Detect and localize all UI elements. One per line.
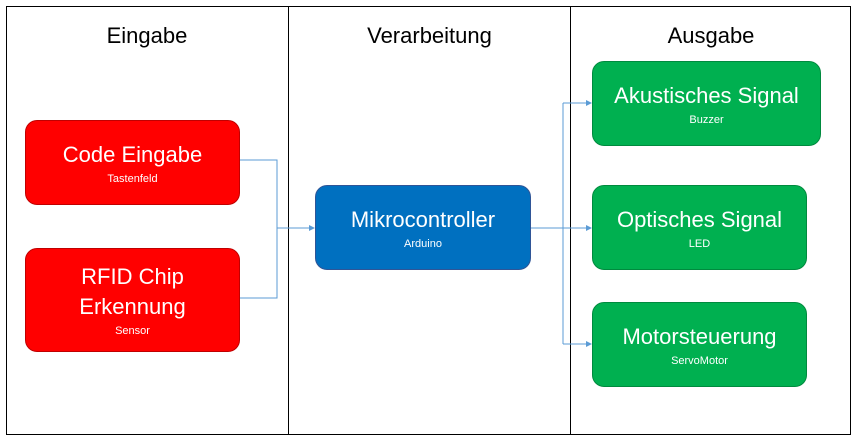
column-title-input: Eingabe <box>106 23 188 48</box>
processor-title: Mikrocontroller <box>350 206 496 232</box>
input-box-subtitle: Sensor <box>115 325 150 337</box>
output-box-subtitle: Buzzer <box>689 113 724 126</box>
output-box-title: Akustisches Signal <box>614 82 799 108</box>
output-box-akustisch: Akustisches Signal Buzzer <box>592 61 821 146</box>
processor-box: Mikrocontroller Arduino <box>315 185 531 270</box>
input-box-title: RFID Chip Erkennung <box>79 264 186 319</box>
output-box-title: Optisches Signal <box>616 206 783 232</box>
column-title-processing: Verarbeitung <box>367 23 492 48</box>
input-box-code-eingabe: Code Eingabe Tastenfeld <box>25 120 240 205</box>
output-box-subtitle: LED <box>688 237 711 250</box>
column-divider-right <box>570 6 571 435</box>
column-title-output: Ausgabe <box>667 23 755 48</box>
input-box-title: Code Eingabe <box>62 141 203 167</box>
output-box-subtitle: ServoMotor <box>671 354 728 367</box>
output-box-motor: Motorsteuerung ServoMotor <box>592 302 807 387</box>
processor-subtitle: Arduino <box>404 237 442 250</box>
column-divider-left <box>288 6 289 435</box>
output-box-optisch: Optisches Signal LED <box>592 185 807 270</box>
input-box-subtitle: Tastenfeld <box>107 172 158 185</box>
input-box-rfid: RFID Chip Erkennung Sensor <box>25 248 240 352</box>
output-box-title: Motorsteuerung <box>622 323 777 349</box>
diagram-frame <box>6 6 851 435</box>
